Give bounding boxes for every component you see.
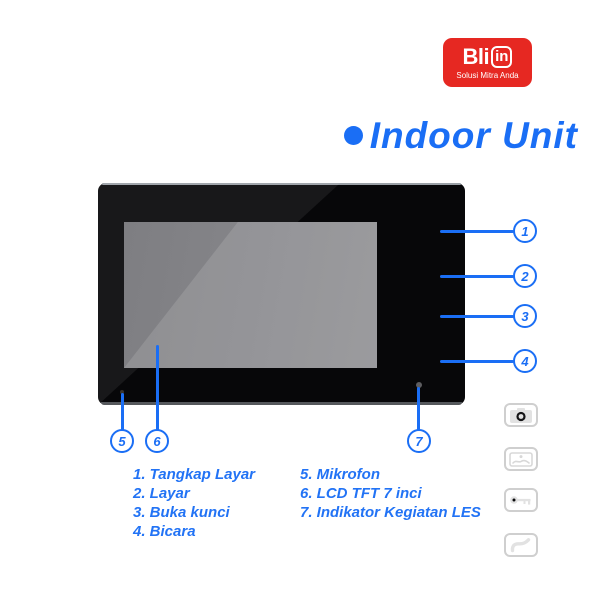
key-unlock-icon [509,493,533,507]
callout-number-6: 6 [145,429,169,453]
bullet-icon [343,126,363,145]
legend-column-right: 5. Mikrofon 6. LCD TFT 7 inci 7. Indikat… [300,465,481,522]
brand-logo: Bli in Solusi Mitra Anda [443,38,532,87]
legend-item-4: 4. Bicara [133,523,196,540]
microphone-hole [120,390,124,394]
monitor-view-button [504,447,538,471]
callout-number-2: 2 [513,264,537,288]
callout-number-3: 3 [513,304,537,328]
callout-number-4: 4 [513,349,537,373]
legend-item-1: 1. Tangkap Layar [133,466,255,483]
callout-number-1: 1 [513,219,537,243]
indoor-unit-device [98,183,538,557]
unlock-button [504,488,538,512]
callout-line-5 [121,393,124,431]
monitor-photo-icon [509,451,533,467]
legend-item-7: 7. Indikator Kegiatan LES [300,504,481,521]
callout-number-7: 7 [407,429,431,453]
phone-handset-icon [509,537,533,553]
callout-line-7 [417,387,420,431]
talk-button [504,533,538,557]
callout-number-5: 5 [110,429,134,453]
callout-line-3 [440,315,514,318]
section-title: Indoor Unit [343,115,578,156]
section-title-text: Indoor Unit [369,115,578,156]
callout-line-6 [156,345,159,431]
camera-icon [509,407,533,423]
legend-item-2: 2. Layar [133,485,190,502]
legend-column-left: 1. Tangkap Layar 2. Layar 3. Buka kunci … [133,465,255,541]
brand-tagline: Solusi Mitra Anda [456,70,519,80]
brand-logo-badge: in [491,45,513,68]
callout-line-4 [440,360,514,363]
lcd-screen [124,222,377,368]
legend-item-5: 5. Mikrofon [300,466,381,483]
screen-reflection [124,222,377,368]
legend-item-6: 6. LCD TFT 7 inci [300,485,422,502]
callout-line-1 [440,230,514,233]
legend-item-3: 3. Buka kunci [133,504,230,521]
brand-logo-row: Bli in [462,43,513,69]
led-indicator [416,382,422,388]
capture-button [504,403,538,427]
brand-logo-text: Bli [462,43,490,69]
callout-line-2 [440,275,514,278]
